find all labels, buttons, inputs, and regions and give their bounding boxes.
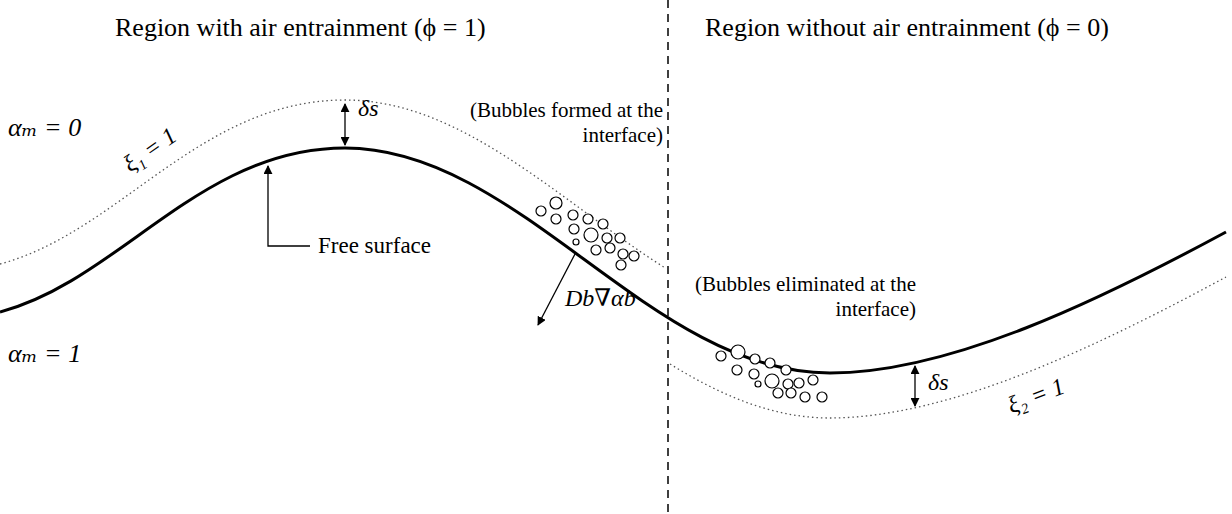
dimension-label: δs [358,94,379,123]
upper-dotted-curve [0,100,664,325]
band-label: ξ₁ = 1 [118,121,183,178]
flux-label: Db∇αb [565,284,636,313]
bubble-cluster [716,345,827,402]
annotation-note: (Bubbles eliminated at the interface) [688,272,916,322]
phase-label: αₘ = 1 [8,338,81,369]
dimension-label: δs [928,368,949,397]
region-divider [667,0,669,514]
free-surface-curve [0,148,1226,373]
thickness-arrow [914,366,915,406]
leader-line [268,166,310,246]
bubble-cluster [536,197,639,270]
thickness-arrow [344,104,345,145]
curve-label: Free surface [318,232,431,260]
phase-label: αₘ = 0 [8,112,81,143]
band-label: ξ₂ = 1 [1003,372,1068,420]
annotation-note: (Bubbles formed at the interface) [458,98,663,148]
region-heading: Region without air entrainment (ϕ = 0) [705,12,1109,43]
lower-dotted-curve [668,193,1226,418]
region-heading: Region with air entrainment (ϕ = 1) [115,12,486,43]
